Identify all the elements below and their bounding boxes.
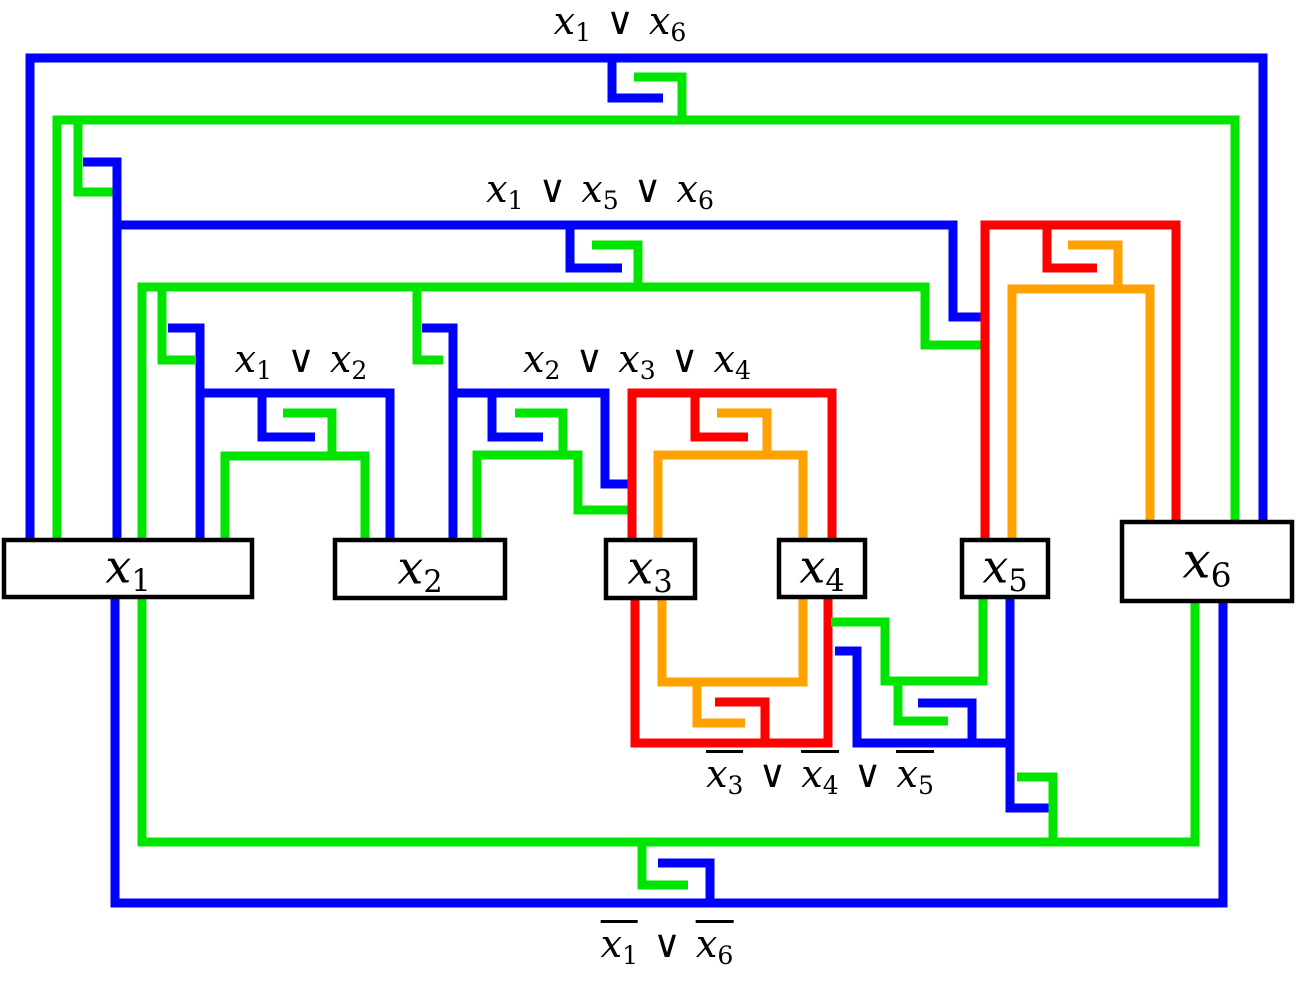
c4-red-clasp-hook xyxy=(690,393,748,442)
c4-blue-arc xyxy=(453,388,628,489)
c2-blue-arc xyxy=(117,220,981,322)
c2-orange-arc-x5x6 xyxy=(1007,284,1155,540)
c4-green-clasp-hook xyxy=(515,408,568,455)
c1-blue-arc xyxy=(25,53,1268,540)
c5-blue-clasp-hook xyxy=(918,698,977,743)
c6-blue-clasp-hook xyxy=(658,858,715,903)
variable-box-x3 xyxy=(603,537,698,601)
c5-red-clasp-hook xyxy=(715,697,770,743)
c5-orange-arc-x3x4 xyxy=(657,597,808,687)
c2-orange-clasp-hook xyxy=(1068,240,1123,289)
c6-green-arc xyxy=(137,597,1200,847)
c5-blue-riser-hook xyxy=(1005,597,1050,813)
c1-green-clasp-hook xyxy=(634,72,687,120)
c1-green-pendant-left xyxy=(73,120,113,197)
c6-green-clasp-hook xyxy=(637,842,688,890)
c5-green-pendant xyxy=(893,681,948,726)
c4-green-arc xyxy=(472,450,629,540)
c3-blue-clasp-hook xyxy=(257,393,315,442)
variable-box-x1 xyxy=(1,537,255,600)
variable-box-x6 xyxy=(1119,519,1295,604)
c2-green-clasp-hook xyxy=(592,240,643,287)
c3-blue-riser-hook xyxy=(168,323,205,540)
c4-orange-clasp-hook xyxy=(717,408,772,455)
c2-red-arc-x5x6 xyxy=(980,220,1181,540)
c3-green-clasp-hook xyxy=(283,408,337,456)
c5-red-arc-x3x4 xyxy=(630,597,833,748)
c6-green-pendant-right xyxy=(1017,772,1058,842)
variable-box-x5 xyxy=(959,537,1051,600)
c2-green-pendant-right xyxy=(412,287,443,365)
c5-orange-clasp-hook xyxy=(692,682,745,728)
c3-green-arc xyxy=(220,451,370,540)
c1-blue-clasp-hook xyxy=(607,58,663,103)
c4-blue-riser-hook xyxy=(422,323,458,540)
c6-blue-arc xyxy=(110,597,1228,908)
c2-blue-clasp-hook xyxy=(565,225,622,273)
c5-blue-foot xyxy=(835,646,1010,748)
variable-box-x4 xyxy=(776,537,868,600)
c4-blue-clasp-hook xyxy=(487,393,543,442)
c2-blue-riser-hook xyxy=(83,157,122,540)
c2-red-clasp-hook xyxy=(1042,225,1097,273)
c4-orange-arc-x3x4 xyxy=(653,450,808,540)
c2-green-arc xyxy=(137,282,981,540)
c5-green-arc-x4x5 xyxy=(831,597,988,686)
c1-green-arc xyxy=(52,115,1240,540)
c2-green-pendant-left xyxy=(157,287,195,365)
variable-box-x2 xyxy=(332,537,508,601)
c4-red-arc-x3x4 xyxy=(627,388,837,540)
